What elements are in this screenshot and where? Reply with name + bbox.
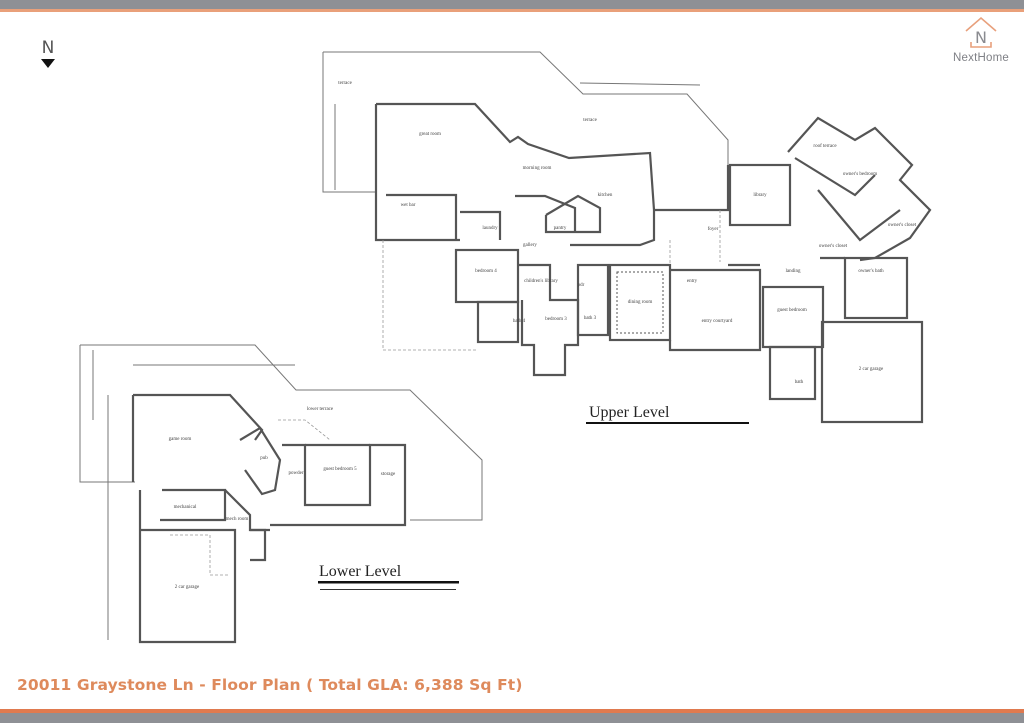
bottom-gray-bar (0, 713, 1024, 723)
svg-text:2 car garage: 2 car garage (175, 585, 200, 590)
svg-text:lower terrace: lower terrace (307, 407, 334, 412)
svg-text:foyer: foyer (708, 227, 719, 232)
svg-text:mechanical: mechanical (174, 505, 197, 510)
svg-text:guest bedroom: guest bedroom (777, 308, 807, 313)
house-icon: N (965, 16, 997, 48)
top-accent-bar (0, 9, 1024, 12)
svg-text:library: library (753, 193, 767, 198)
svg-text:morning room: morning room (523, 166, 552, 171)
nexthome-logo: N NextHome (944, 14, 1018, 70)
top-gray-bar (0, 0, 1024, 9)
svg-text:powder: powder (289, 471, 304, 476)
svg-text:landing: landing (786, 269, 801, 274)
upper-level-label: Upper Level (589, 404, 670, 421)
svg-text:pub: pub (260, 456, 268, 461)
page-title: 20011 Graystone Ln - Floor Plan ( Total … (17, 676, 523, 694)
svg-text:bedroom 3: bedroom 3 (545, 317, 567, 322)
svg-text:dining room: dining room (628, 300, 653, 305)
svg-text:laundry: laundry (482, 226, 498, 231)
svg-text:entry: entry (687, 279, 698, 284)
svg-text:2 car garage: 2 car garage (859, 367, 884, 372)
svg-text:roof terrace: roof terrace (813, 144, 837, 149)
north-indicator: N (38, 40, 58, 68)
svg-text:game room: game room (169, 437, 192, 442)
north-arrow-icon (41, 59, 55, 68)
svg-text:bedroom 4: bedroom 4 (475, 269, 497, 274)
svg-text:owner's bedroom: owner's bedroom (843, 172, 877, 177)
svg-text:gallery: gallery (523, 243, 537, 248)
svg-text:guest bedroom 5: guest bedroom 5 (323, 467, 357, 472)
svg-text:bath 3: bath 3 (584, 316, 597, 321)
svg-text:pantry: pantry (554, 226, 567, 231)
svg-text:entry courtyard: entry courtyard (702, 319, 733, 324)
svg-text:bath 4: bath 4 (513, 319, 526, 324)
logo-text: NextHome (953, 52, 1009, 64)
svg-text:owner's closet: owner's closet (819, 244, 848, 249)
svg-text:N: N (975, 28, 987, 47)
svg-text:terrace: terrace (583, 118, 597, 123)
svg-text:storage: storage (381, 472, 396, 477)
svg-text:terrace: terrace (338, 81, 352, 86)
svg-text:pdr: pdr (578, 283, 585, 288)
north-label: N (41, 38, 55, 58)
svg-text:kitchen: kitchen (598, 193, 613, 198)
svg-text:great room: great room (419, 132, 441, 137)
svg-text:owner's closet: owner's closet (888, 223, 917, 228)
svg-text:mech room: mech room (226, 517, 249, 522)
svg-text:wet bar: wet bar (401, 203, 416, 208)
lower-level-label: Lower Level (319, 563, 402, 580)
svg-text:bath: bath (795, 380, 804, 385)
svg-text:owner's bath: owner's bath (858, 269, 884, 274)
svg-text:children's library: children's library (524, 279, 558, 284)
bottom-accent-bar (0, 709, 1024, 713)
